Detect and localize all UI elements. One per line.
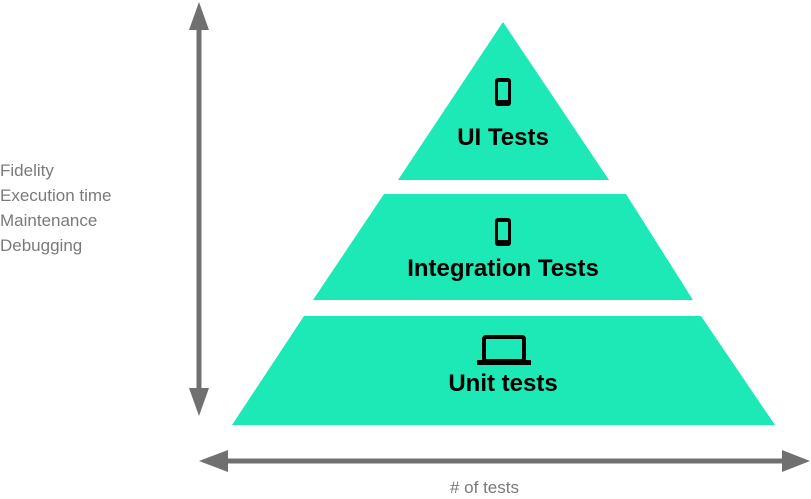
- tier-label-integration: Integration Tests: [407, 255, 599, 282]
- tier-label-ui: UI Tests: [457, 124, 549, 151]
- tier-label-unit: Unit tests: [448, 370, 558, 397]
- axis-label-execution-time: Execution time: [0, 186, 112, 205]
- horizontal-arrow: [199, 450, 810, 472]
- vertical-axis-labels: Fidelity Execution time Maintenance Debu…: [0, 158, 112, 258]
- axis-label-debugging: Debugging: [0, 236, 83, 255]
- horizontal-axis-label: # of tests: [450, 478, 519, 497]
- smartphone-icon: [495, 218, 511, 246]
- smartphone-icon: [495, 78, 511, 106]
- axis-label-maintenance: Maintenance: [0, 211, 98, 230]
- tier-unit: [232, 316, 775, 425]
- vertical-arrow: [189, 2, 209, 416]
- tier-integration: [313, 194, 693, 300]
- axis-label-fidelity: Fidelity: [0, 161, 54, 180]
- laptop-icon: [477, 335, 531, 365]
